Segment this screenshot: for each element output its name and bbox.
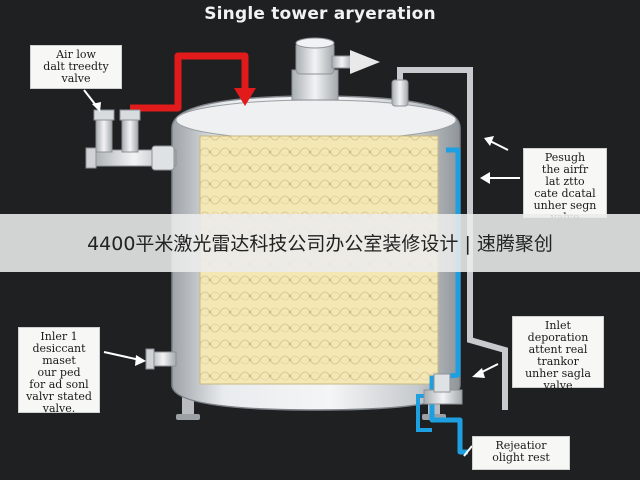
pressure-line bbox=[391, 67, 508, 410]
watermark-banner bbox=[0, 214, 640, 272]
callout-air-flow-valve: Air low dalt treedty valve bbox=[30, 45, 122, 89]
bottom-valve bbox=[423, 373, 463, 405]
diagram-title: Single tower aryeration bbox=[204, 4, 436, 24]
arrow-icon bbox=[83, 89, 520, 457]
hot-air-pipe bbox=[130, 52, 249, 112]
lower-inlet-nozzle bbox=[145, 348, 177, 370]
outlet-arrow-icon bbox=[350, 50, 380, 74]
callout-inlet-depressurization: Inlet deporation attent real trankor unh… bbox=[512, 316, 604, 392]
air-flow-valve bbox=[85, 109, 177, 171]
banner-caption: 4400平米激光雷达科技公司办公室装修设计 | 速腾聚创 bbox=[87, 233, 553, 255]
callout-pressure-valve: Pesugh the airfr lat ztto cate dcatal un… bbox=[523, 148, 607, 224]
hot-air-arrow-icon bbox=[234, 88, 256, 106]
top-outlet-nozzle bbox=[291, 37, 353, 101]
callout-inlet-desiccant: Inler 1 desiccant maset our ped for ad s… bbox=[18, 327, 100, 415]
callout-relief-valve: Rejeatior olight rest bbox=[472, 436, 570, 470]
